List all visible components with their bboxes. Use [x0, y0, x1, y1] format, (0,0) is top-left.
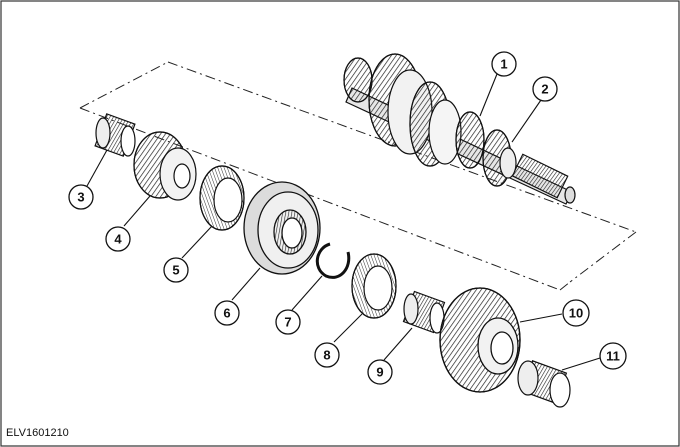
svg-text:2: 2 — [541, 82, 548, 97]
svg-text:11: 11 — [606, 349, 620, 364]
part-6-synchronizer-hub — [243, 181, 321, 275]
callouts: 1 2 3 4 5 6 7 8 — [68, 51, 627, 385]
callout-3: 3 — [68, 184, 94, 210]
main-shaft-assembly — [343, 53, 576, 205]
part-7-snap-ring — [315, 242, 351, 279]
svg-text:5: 5 — [172, 263, 179, 278]
callout-11: 11 — [599, 342, 627, 370]
callout-9: 9 — [367, 359, 393, 385]
leader-lines — [86, 73, 601, 371]
part-8-synchronizer-ring — [351, 253, 397, 319]
callout-6: 6 — [214, 300, 240, 326]
svg-text:8: 8 — [323, 348, 330, 363]
callout-8: 8 — [314, 342, 340, 368]
callout-5: 5 — [163, 257, 189, 283]
part-10-helical-gear — [439, 287, 521, 393]
figure-code: ELV1601210 — [6, 427, 69, 439]
svg-text:4: 4 — [114, 232, 122, 247]
callout-10: 10 — [562, 299, 590, 327]
svg-text:3: 3 — [77, 190, 84, 205]
svg-text:9: 9 — [376, 365, 383, 380]
svg-text:10: 10 — [569, 306, 583, 321]
part-9-needle-bearing — [402, 290, 446, 334]
callout-7: 7 — [275, 309, 301, 335]
svg-text:6: 6 — [223, 306, 230, 321]
part-11-pinion-gear — [517, 360, 571, 408]
callout-2: 2 — [532, 76, 558, 102]
part-4-helical-gear — [133, 131, 197, 201]
callout-1: 1 — [491, 51, 517, 77]
callout-4: 4 — [105, 226, 131, 252]
svg-text:7: 7 — [284, 315, 291, 330]
part-5-synchronizer-ring — [199, 165, 245, 231]
svg-text:1: 1 — [500, 57, 507, 72]
part-3-needle-bearing — [94, 113, 136, 157]
